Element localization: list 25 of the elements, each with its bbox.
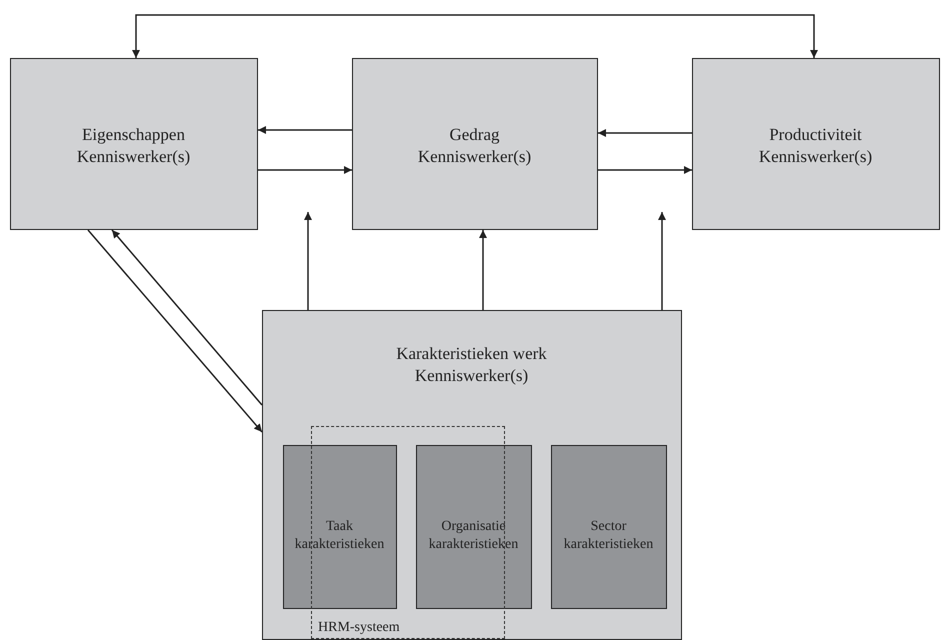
box-label: Karakteristieken werk Kenniswerker(s) [395,343,548,388]
box-label: Sector karakteristieken [562,518,654,554]
box-label: Gedrag Kenniswerker(s) [416,124,532,168]
box-label: Productiviteit Kenniswerker(s) [758,124,874,168]
group-label: HRM-systeem [318,619,400,637]
category-box [551,445,667,609]
category-box [283,445,397,609]
process-box [262,310,682,640]
arrow [304,212,312,310]
box-label: Taak karakteristieken [294,518,386,554]
arrow [87,230,263,432]
process-box [10,58,258,230]
box-label: Organisatie karakteristieken [428,518,520,554]
process-box [692,58,940,230]
process-box [352,58,598,230]
category-box [416,445,532,609]
arrow [258,166,352,174]
arrow [479,230,487,310]
arrow [658,212,666,310]
arrow [258,126,352,134]
arrow [598,129,692,137]
arrow [598,166,692,174]
arrow [111,230,263,406]
box-label: Eigenschappen Kenniswerker(s) [76,124,192,168]
arrow [132,14,818,58]
